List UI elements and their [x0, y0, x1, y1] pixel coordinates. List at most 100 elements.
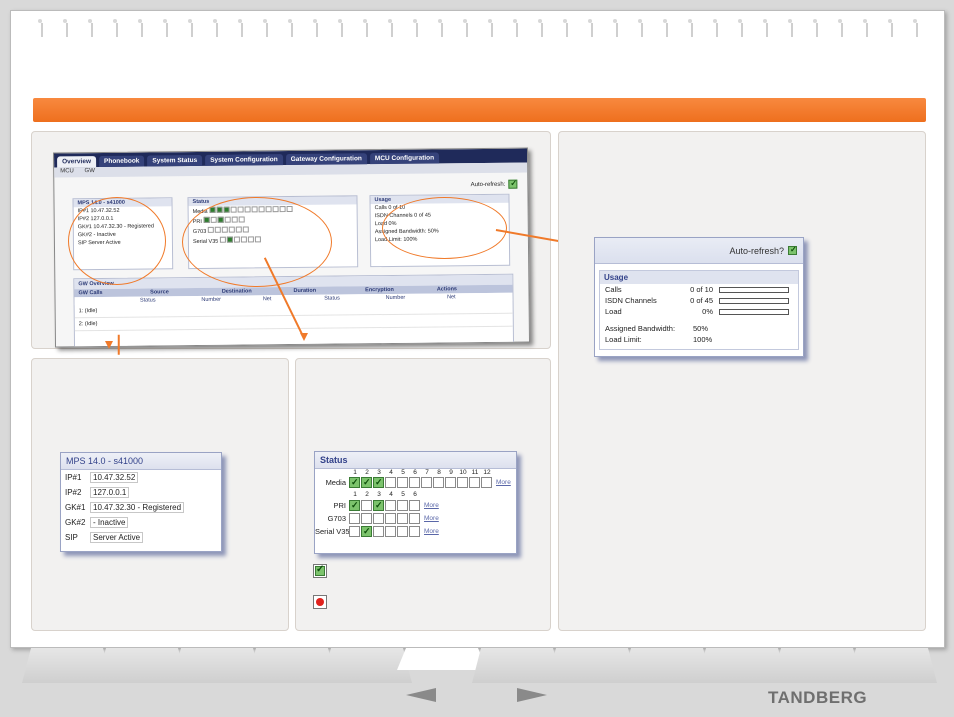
mini-mps-value: 127.0.0.1 — [90, 215, 114, 223]
port-row: Serial V35 More — [315, 525, 516, 537]
binder-ring — [363, 19, 374, 37]
subnav-gw[interactable]: GW — [84, 168, 95, 175]
mps-key: IP#1 — [65, 473, 82, 482]
port-status-cell — [397, 512, 408, 524]
section-tab[interactable] — [322, 648, 412, 683]
tab-mcu-configuration[interactable]: MCU Configuration — [369, 152, 440, 165]
section-tab[interactable] — [397, 648, 487, 670]
section-tab[interactable] — [847, 648, 937, 683]
screenshot-auto-refresh: Auto-refresh: — [471, 179, 518, 189]
mps-value: - Inactive — [90, 517, 129, 528]
usage-meter-bar — [719, 286, 789, 293]
binder-ring — [188, 19, 199, 37]
port-status-cell — [373, 525, 384, 537]
port-label: Serial V35 — [315, 526, 350, 536]
media-number: 6 — [413, 469, 417, 476]
auto-refresh-checkbox[interactable] — [508, 179, 518, 189]
usage-meter-label: ISDN Channels — [605, 296, 657, 305]
mps-key: SIP — [65, 533, 78, 542]
mini-mps-value: 10.47.32.30 - Registered — [93, 223, 154, 231]
media-number: 10 — [459, 469, 467, 476]
media-status-cell — [421, 476, 432, 488]
section-tab[interactable] — [547, 648, 637, 683]
usage-meter-bar — [719, 308, 789, 315]
section-tab[interactable] — [22, 648, 112, 683]
port-more-link[interactable]: More — [424, 527, 439, 535]
mini-media-cell — [286, 205, 293, 213]
tab-system-configuration[interactable]: System Configuration — [205, 154, 283, 166]
mini-status-port-row: Serial V35 — [189, 234, 357, 246]
mps-value: 127.0.0.1 — [90, 487, 130, 498]
binder-ring — [388, 19, 399, 37]
section-tab[interactable] — [772, 648, 862, 683]
binder-ring — [588, 19, 599, 37]
section-tab[interactable] — [247, 648, 337, 683]
mini-port-cells — [203, 216, 245, 223]
section-tab[interactable] — [697, 648, 787, 683]
mini-usage-key: Load Limit: — [374, 236, 404, 244]
binder-ring — [513, 19, 524, 37]
tab-gateway-configuration[interactable]: Gateway Configuration — [285, 153, 367, 166]
binder-ring — [463, 19, 474, 37]
previous-page-arrow-icon[interactable] — [406, 688, 436, 702]
port-status-cell — [385, 499, 396, 511]
mini-media-cell — [251, 206, 258, 213]
slide-page: Overview Phonebook System Status System … — [10, 10, 945, 648]
binder-ring — [438, 19, 449, 37]
assigned-bandwidth-label: Assigned Bandwidth: — [605, 324, 676, 333]
tab-phonebook[interactable]: Phonebook — [98, 155, 145, 168]
media-status-cell — [361, 476, 372, 488]
port-label: PRI — [333, 500, 346, 510]
section-tab[interactable] — [622, 648, 712, 683]
mini-media-cells — [209, 205, 293, 213]
port-status-cell — [409, 525, 420, 537]
binder-ring — [263, 19, 274, 37]
binder-ring — [863, 19, 874, 37]
media-more-link[interactable]: More — [496, 478, 511, 486]
section-tabs — [22, 648, 937, 684]
binder-ring — [88, 19, 99, 37]
subnav-mcu[interactable]: MCU — [60, 168, 74, 175]
mini-port-cell — [231, 216, 238, 223]
port-status-cell — [373, 499, 384, 511]
gw-subcolumn-header — [79, 298, 140, 305]
arrow-mps — [105, 341, 113, 349]
usage-meter-value: 0 of 45 — [690, 296, 713, 305]
mini-port-cell — [207, 226, 214, 233]
port-label: G703 — [327, 513, 346, 523]
assigned-bandwidth-value: 50% — [693, 324, 709, 333]
binder-ring — [138, 19, 149, 37]
port-number: 5 — [401, 491, 405, 498]
mini-usage-value: 100% — [403, 236, 418, 243]
next-page-arrow-icon[interactable] — [517, 688, 547, 702]
gw-subcolumn-header: Net — [262, 296, 272, 303]
mini-media-cell — [209, 206, 216, 213]
port-more-link[interactable]: More — [424, 514, 439, 522]
usage-auto-refresh-checkbox[interactable] — [788, 245, 797, 255]
media-number: 9 — [449, 469, 453, 476]
section-tab[interactable] — [97, 648, 187, 683]
tab-overview[interactable]: Overview — [57, 156, 97, 168]
binder-ring — [113, 19, 124, 37]
mini-port-cell — [247, 236, 254, 243]
port-status-cell — [349, 525, 360, 537]
section-tab[interactable] — [472, 648, 562, 683]
binder-ring — [238, 19, 249, 37]
port-status-cell — [397, 525, 408, 537]
mini-mps-key: IP#2 — [77, 216, 91, 223]
media-status-cell — [397, 476, 408, 488]
mini-usage-key: Assigned Bandwidth: — [374, 228, 428, 236]
port-more-link[interactable]: More — [424, 501, 439, 509]
mini-port-cell — [203, 216, 210, 223]
overview-screenshot-panel: Overview Phonebook System Status System … — [31, 131, 551, 349]
tab-system-status[interactable]: System Status — [147, 154, 203, 167]
section-tab[interactable] — [172, 648, 262, 683]
media-status-cell — [409, 476, 420, 488]
media-number: 7 — [425, 469, 429, 476]
